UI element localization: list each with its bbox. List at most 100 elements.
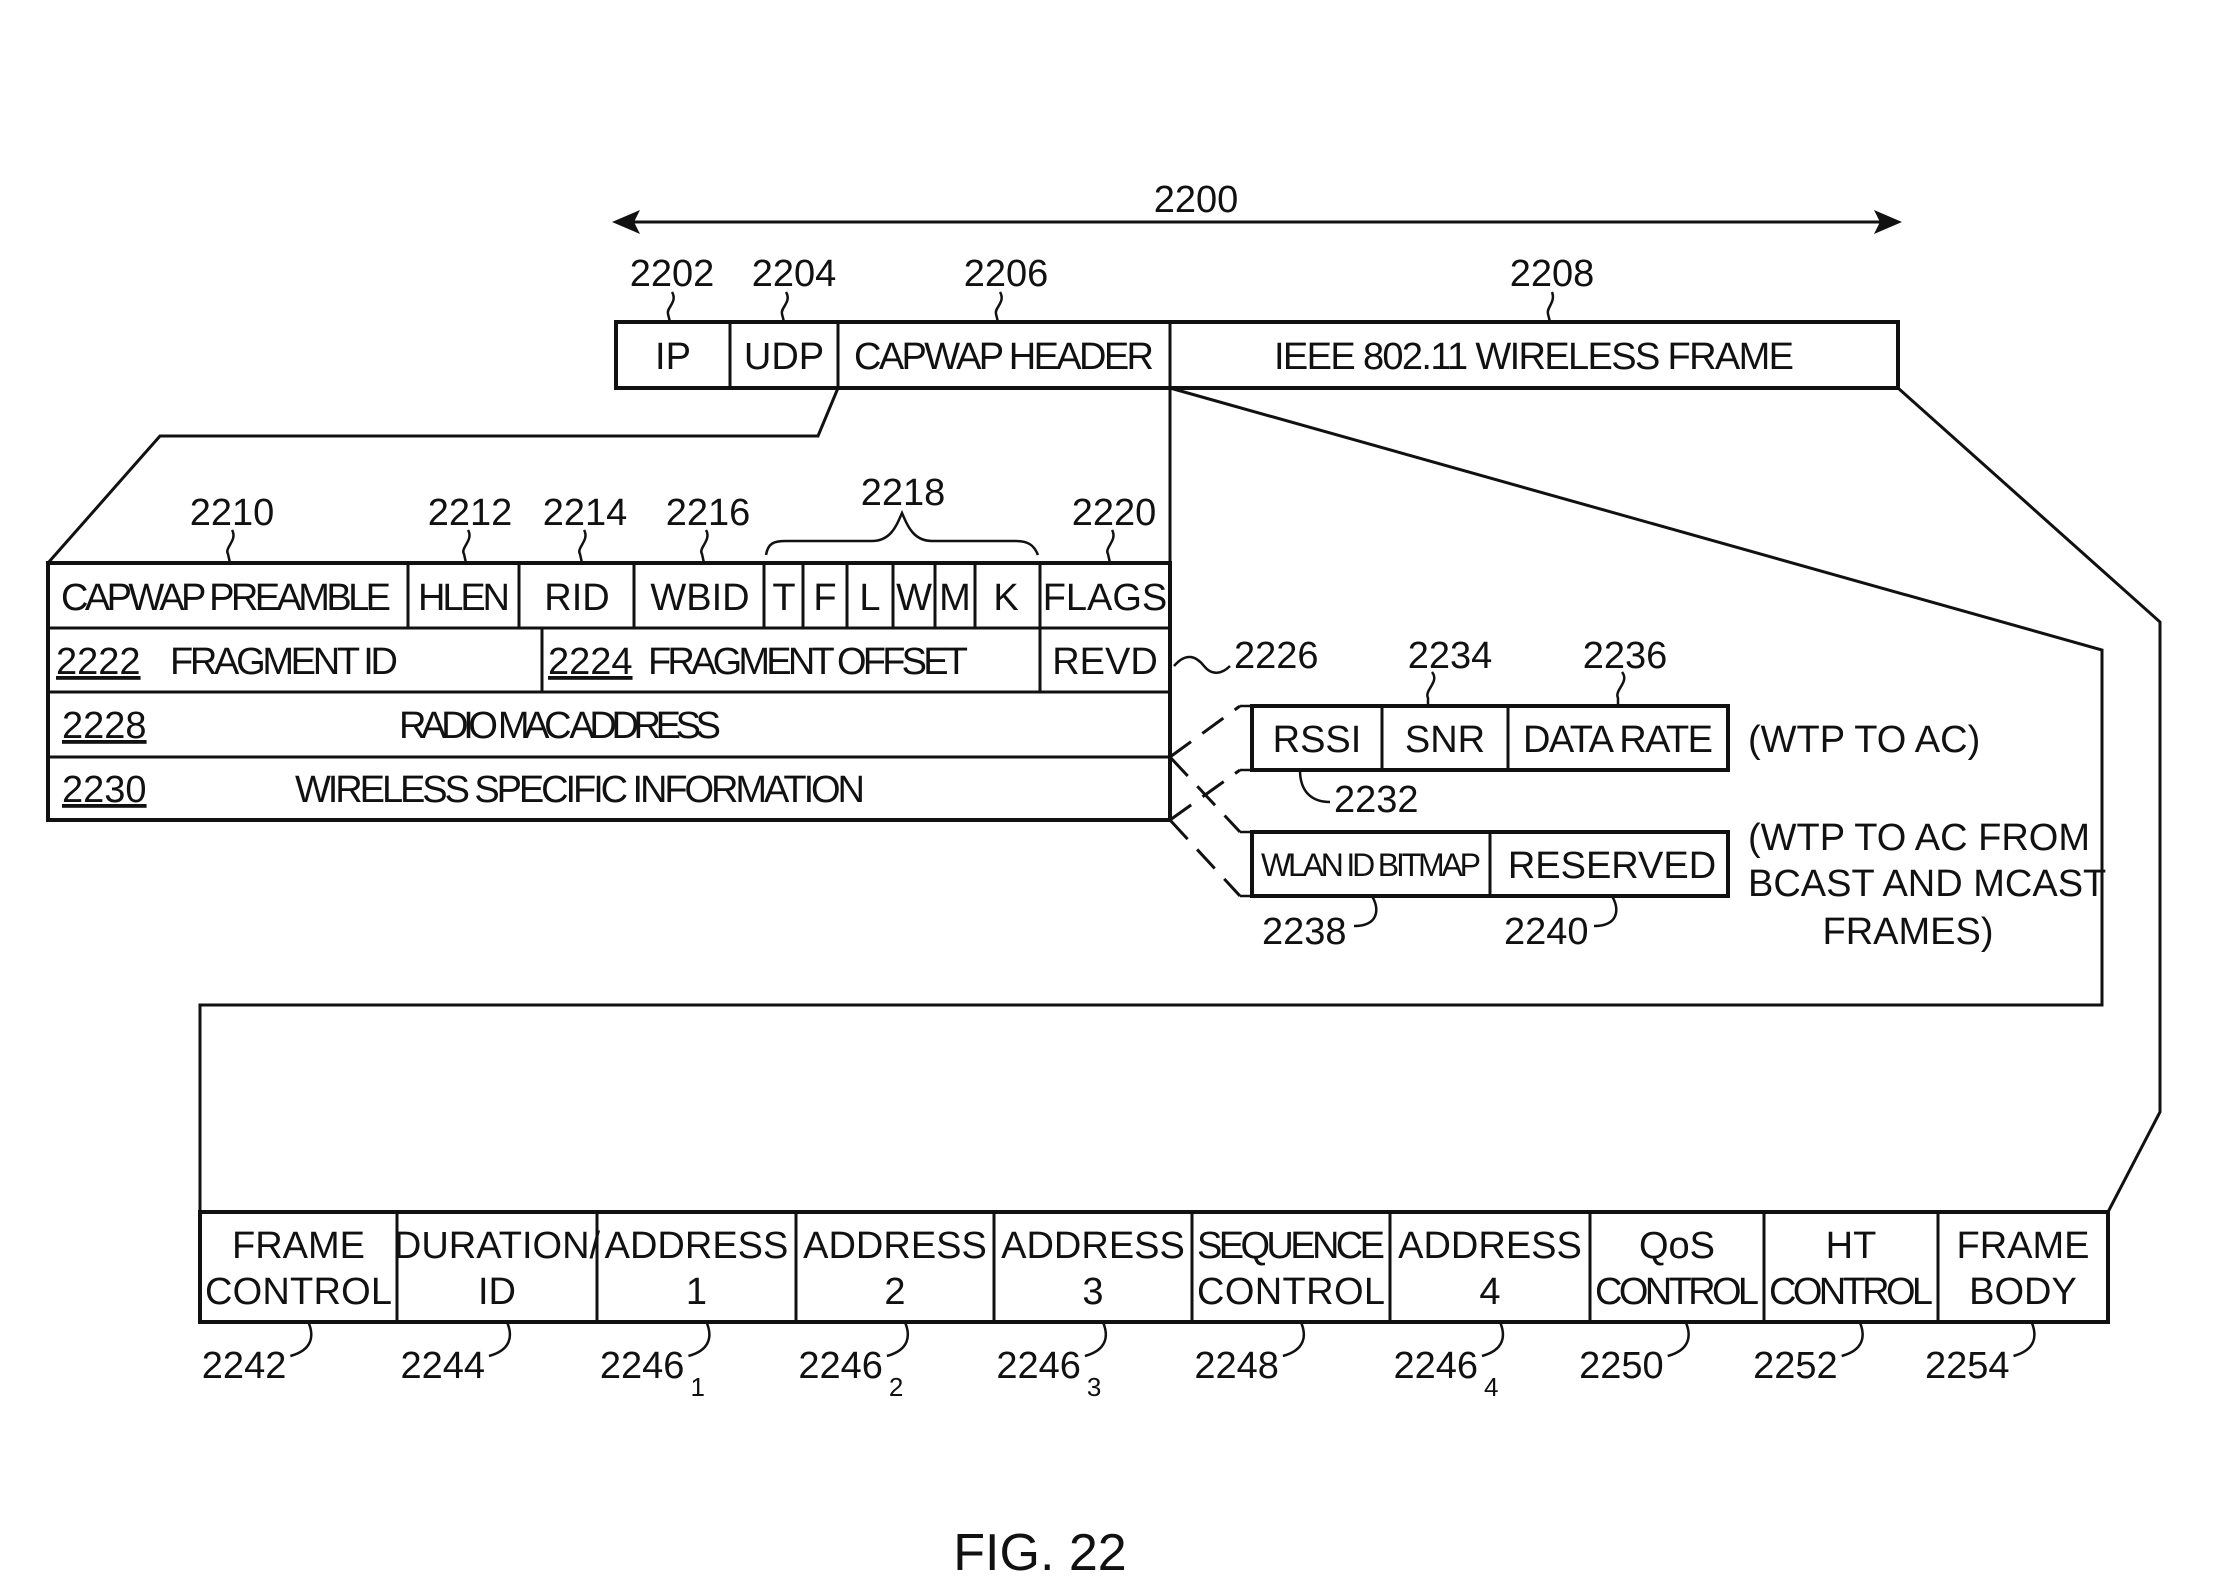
bit-m: M <box>939 577 971 619</box>
field-ip: IP <box>655 336 691 378</box>
field-capwap-preamble: CAPWAP PREAMBLE <box>61 577 391 619</box>
ref-subscript-1: 1 <box>690 1372 704 1402</box>
ref-2228: 2228 <box>62 705 147 747</box>
ieee-field-address-3-line1: ADDRESS <box>1001 1225 1185 1267</box>
note-wtp-to-ac: (WTP TO AC) <box>1748 719 1980 761</box>
note-bcast-mcast-line2: BCAST AND MCAST <box>1748 863 2106 905</box>
field-ieee-wireless-frame: IEEE 802.11 WIRELESS FRAME <box>1274 336 1794 378</box>
ieee-field-sequence-control-line2: CONTROL <box>1197 1271 1385 1313</box>
ref-2214: 2214 <box>543 492 628 534</box>
ref-2216: 2216 <box>666 492 751 534</box>
ieee-field-qos-control-line2: CONTROL <box>1595 1271 1759 1313</box>
bit-k: K <box>993 577 1018 619</box>
ref-2230: 2230 <box>62 769 147 811</box>
ref-2222: 2222 <box>56 641 141 683</box>
field-reserved: RESERVED <box>1508 845 1716 887</box>
leader-2254 <box>2014 1322 2035 1356</box>
ref-2238: 2238 <box>1262 911 1347 953</box>
wireless-info-option-bcast-mcast: WLAN ID BITMAP RESERVED 2238 2240 (WTP T… <box>1252 817 2106 953</box>
leader-2242 <box>290 1322 311 1356</box>
ieee-field-frame-control-line1: FRAME <box>232 1225 365 1267</box>
ref-2246-4: 2246 <box>1393 1345 1478 1387</box>
field-radio-mac-address: RADIO MAC ADDRESS <box>399 705 721 747</box>
ieee-field-frame-body-line2: BODY <box>1969 1271 2077 1313</box>
ieee-field-frame-control-line2: CONTROL <box>205 1271 392 1313</box>
ref-2246-1: 2246 <box>600 1345 685 1387</box>
ref-2252: 2252 <box>1753 1345 1838 1387</box>
field-rid: RID <box>544 577 609 619</box>
wireless-info-option-wtp-to-ac: RSSI SNR DATA RATE (WTP TO AC) 2232 2234… <box>1252 635 1980 821</box>
ref-2248: 2248 <box>1194 1345 1279 1387</box>
ref-2212: 2212 <box>428 492 513 534</box>
field-flags: FLAGS <box>1043 577 1168 619</box>
ref-2246-2: 2246 <box>798 1345 883 1387</box>
leader-2252 <box>1842 1322 1863 1356</box>
ref-2232: 2232 <box>1334 779 1419 821</box>
leader-2210 <box>227 530 233 563</box>
leader-2236 <box>1617 672 1624 706</box>
ref-2208: 2208 <box>1510 253 1595 295</box>
ref-2240: 2240 <box>1504 911 1589 953</box>
ref-2202: 2202 <box>630 253 715 295</box>
ieee-field-address-4-line2: 4 <box>1479 1271 1500 1313</box>
ieee-field-address-4-line1: ADDRESS <box>1398 1225 1582 1267</box>
leader-2216 <box>701 530 707 563</box>
leader-2214 <box>579 530 585 563</box>
leader-2204 <box>782 292 788 322</box>
ieee-field-ht-control-line2: CONTROL <box>1769 1271 1933 1313</box>
bit-t: T <box>772 577 795 619</box>
ref-subscript-3: 3 <box>1087 1372 1101 1402</box>
leader-2250 <box>1668 1322 1689 1356</box>
leader-2246-3 <box>1085 1322 1106 1356</box>
leader-2202 <box>668 292 674 322</box>
field-udp: UDP <box>744 336 824 378</box>
bit-f: F <box>813 577 836 619</box>
field-data-rate: DATA RATE <box>1523 719 1713 761</box>
ref-2254: 2254 <box>1925 1345 2010 1387</box>
leader-2248 <box>1283 1322 1304 1356</box>
ref-2206: 2206 <box>964 253 1049 295</box>
field-wireless-specific-information: WIRELESS SPECIFIC INFORMATION <box>295 769 865 811</box>
field-snr: SNR <box>1405 719 1485 761</box>
bit-l: L <box>859 577 880 619</box>
ref-2224: 2224 <box>548 641 633 683</box>
leader-2212 <box>463 530 469 563</box>
top-packet-row: IP UDP CAPWAP HEADER IEEE 802.11 WIRELES… <box>616 253 1898 388</box>
note-bcast-mcast-line1: (WTP TO AC FROM <box>1748 817 2090 859</box>
field-rssi: RSSI <box>1273 719 1362 761</box>
ref-2242: 2242 <box>202 1345 287 1387</box>
ieee-field-address-2-line2: 2 <box>884 1271 905 1313</box>
ieee-field-address-2-line1: ADDRESS <box>803 1225 987 1267</box>
leader-2244 <box>489 1322 510 1356</box>
ieee-field-address-1-line1: ADDRESS <box>605 1225 789 1267</box>
ieee-field-duration-id-line2: ID <box>478 1271 516 1313</box>
ref-2210: 2210 <box>190 492 275 534</box>
ieee-field-address-1-line2: 1 <box>686 1271 707 1313</box>
ref-subscript-2: 2 <box>889 1372 903 1402</box>
ref-2218: 2218 <box>861 472 946 514</box>
field-capwap-header: CAPWAP HEADER <box>854 336 1154 378</box>
ref-2220: 2220 <box>1072 492 1157 534</box>
ref-2226: 2226 <box>1234 635 1319 677</box>
overall-dimension-arrow: 2200 <box>612 179 1902 234</box>
field-fragment-offset: FRAGMENT OFFSET <box>648 641 968 683</box>
leader-2238 <box>1354 896 1376 926</box>
field-fragment-id: FRAGMENT ID <box>170 641 398 683</box>
ieee-field-frame-body-line1: FRAME <box>1957 1225 2090 1267</box>
leader-2232 <box>1300 770 1330 802</box>
leader-2246-1 <box>688 1322 709 1356</box>
field-wlan-id-bitmap: WLAN ID BITMAP <box>1261 847 1481 883</box>
leader-2208 <box>1548 292 1553 322</box>
note-bcast-mcast-line3: FRAMES) <box>1823 911 1994 953</box>
leader-2220 <box>1107 530 1113 563</box>
ref-2246-3: 2246 <box>996 1345 1081 1387</box>
leader-2206 <box>996 292 1002 322</box>
capwap-header-block: CAPWAP PREAMBLE HLEN RID WBID T F L W M … <box>48 472 1319 820</box>
ref-2244: 2244 <box>400 1345 485 1387</box>
figure-caption: FIG. 22 <box>953 1524 1126 1582</box>
field-hlen: HLEN <box>418 577 510 619</box>
ieee-field-duration-id-line1: DURATION/ <box>394 1225 601 1267</box>
ref-overall: 2200 <box>1154 179 1239 221</box>
bit-w: W <box>896 577 932 619</box>
